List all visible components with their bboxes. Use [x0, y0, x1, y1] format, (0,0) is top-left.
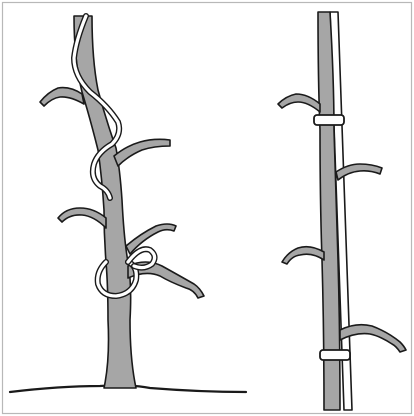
upper-clip: [314, 115, 344, 125]
lower-clip: [320, 350, 350, 360]
